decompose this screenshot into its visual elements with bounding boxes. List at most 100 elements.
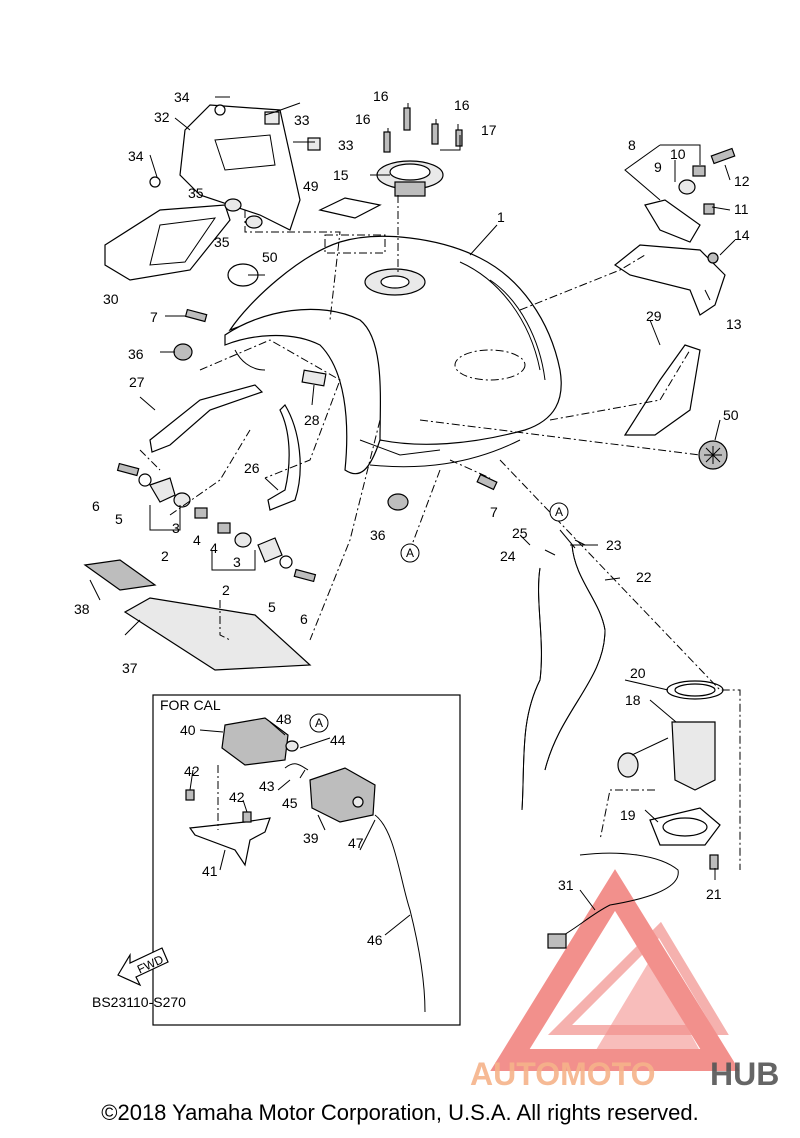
sticker-49 <box>318 197 382 219</box>
bracket-right <box>613 147 736 316</box>
part-callout-37: 37 <box>122 660 138 676</box>
leader-lines <box>89 96 741 936</box>
part-callout-12: 12 <box>734 173 750 189</box>
part-callout-16: 16 <box>355 111 371 127</box>
breather-hoses <box>521 539 606 811</box>
part-callout-3: 3 <box>172 520 180 536</box>
fwd-arrow: FWD <box>117 947 169 987</box>
canister-39 <box>309 767 376 823</box>
damper-28 <box>301 369 327 387</box>
part-callout-19: 19 <box>620 807 636 823</box>
svg-text:HUB: HUB <box>710 1056 779 1092</box>
part-callout-8: 8 <box>628 137 636 153</box>
part-callout-14: 14 <box>734 227 750 243</box>
ref-mark-a-2: A <box>549 502 569 522</box>
part-callout-49: 49 <box>303 178 319 194</box>
pad-37 <box>123 597 312 671</box>
part-callout-7: 7 <box>150 309 158 325</box>
part-callout-2: 2 <box>161 548 169 564</box>
svg-text:AUTOMOTO: AUTOMOTO <box>470 1056 655 1092</box>
fuel-cap <box>376 160 444 197</box>
part-callout-42: 42 <box>229 789 245 805</box>
side-cover-left <box>104 204 231 281</box>
cover-grommets <box>224 111 321 229</box>
part-callout-22: 22 <box>636 569 652 585</box>
part-callout-13: 13 <box>726 316 742 332</box>
part-callout-10: 10 <box>670 146 686 162</box>
part-callout-26: 26 <box>244 460 260 476</box>
part-callout-4: 4 <box>193 532 201 548</box>
part-callout-31: 31 <box>558 877 574 893</box>
canister-40 <box>221 717 289 766</box>
part-callout-11: 11 <box>734 201 749 217</box>
ref-mark-a-1: A <box>400 543 420 563</box>
part-callout-5: 5 <box>115 511 123 527</box>
svg-text:A: A <box>315 716 323 730</box>
inset-title: FOR CAL <box>160 697 221 713</box>
part-callout-3: 3 <box>233 554 241 570</box>
part-callout-20: 20 <box>630 665 646 681</box>
inset-frame <box>152 694 461 1026</box>
part-callout-39: 39 <box>303 830 319 846</box>
part-callout-18: 18 <box>625 692 641 708</box>
watermark-logo <box>490 869 740 1071</box>
part-callout-40: 40 <box>180 722 196 738</box>
part-callout-41: 41 <box>202 863 218 879</box>
part-callout-50: 50 <box>723 407 739 423</box>
drawing-code: BS23110-S270 <box>92 994 186 1010</box>
bracket-27 <box>149 384 264 453</box>
svg-text:A: A <box>555 505 563 519</box>
part-callout-28: 28 <box>304 412 320 428</box>
part-callout-27: 27 <box>129 374 145 390</box>
watermark-text: AUTOMOTO HUB <box>470 1056 779 1092</box>
mount-hardware-right <box>387 473 498 511</box>
part-callout-48: 48 <box>276 711 292 727</box>
part-callout-23: 23 <box>606 537 622 553</box>
part-callout-34: 34 <box>174 89 190 105</box>
copyright-notice: ©2018 Yamaha Motor Corporation, U.S.A. A… <box>101 1100 699 1125</box>
part-callout-43: 43 <box>259 778 275 794</box>
part-callout-34: 34 <box>128 148 144 164</box>
part-callout-32: 32 <box>154 109 170 125</box>
part-callout-16: 16 <box>454 97 470 113</box>
part-callout-45: 45 <box>282 795 298 811</box>
part-callout-2: 2 <box>222 582 230 598</box>
part-callout-42: 42 <box>184 763 200 779</box>
bracket-26 <box>267 404 301 511</box>
canister-bracket-41 <box>185 789 271 867</box>
part-callout-36: 36 <box>370 527 386 543</box>
part-callout-7: 7 <box>490 504 498 520</box>
part-callout-50: 50 <box>262 249 278 265</box>
part-callout-5: 5 <box>268 599 276 615</box>
part-callout-33: 33 <box>294 112 310 128</box>
part-callout-46: 46 <box>367 932 383 948</box>
canister-hoses <box>284 740 426 1013</box>
side-cover-right <box>623 344 701 436</box>
part-callout-6: 6 <box>300 611 308 627</box>
part-callout-16: 16 <box>373 88 389 104</box>
part-callout-35: 35 <box>214 234 230 250</box>
fuel-tank <box>224 234 562 475</box>
part-callout-29: 29 <box>646 308 662 324</box>
part-callout-35: 35 <box>188 185 204 201</box>
pad-38 <box>83 559 157 591</box>
fuel-pump <box>547 680 724 949</box>
part-callout-47: 47 <box>348 835 364 851</box>
part-callout-24: 24 <box>500 548 516 564</box>
part-callout-30: 30 <box>103 291 119 307</box>
part-callout-9: 9 <box>654 159 662 175</box>
part-callout-44: 44 <box>330 732 346 748</box>
part-callout-6: 6 <box>92 498 100 514</box>
part-callout-15: 15 <box>333 167 349 183</box>
svg-text:A: A <box>406 546 414 560</box>
part-callout-4: 4 <box>210 540 218 556</box>
part-callout-17: 17 <box>481 122 497 138</box>
part-callout-36: 36 <box>128 346 144 362</box>
part-callout-1: 1 <box>497 209 505 225</box>
part-callout-25: 25 <box>512 525 528 541</box>
part-callout-33: 33 <box>338 137 354 153</box>
ref-mark-a-3: A <box>309 713 329 733</box>
tank-top-cover <box>149 104 301 231</box>
part-callouts: 1 2 2 3 3 4 4 5 5 6 6 7 7 8 9 10 11 12 1… <box>74 88 750 948</box>
